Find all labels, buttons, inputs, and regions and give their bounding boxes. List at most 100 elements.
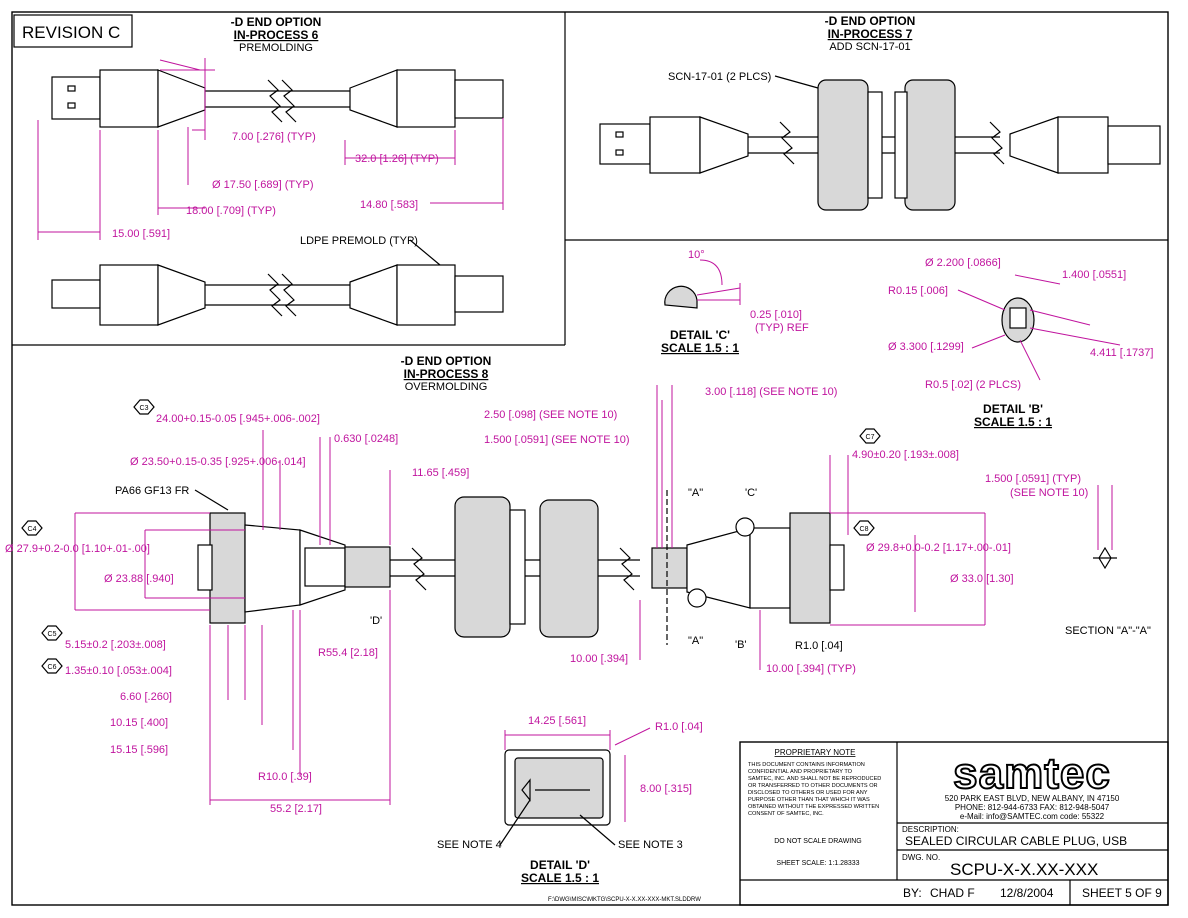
detaild-d2: R1.0 [.04] — [655, 721, 703, 733]
dim-55-2: 55.2 [2.17] — [270, 803, 322, 815]
dim-1-500: 1.500 [.0591] (SEE NOTE 10) — [484, 434, 630, 446]
dim-3-00: 3.00 [.118] (SEE NOTE 10) — [705, 386, 837, 398]
label-c: 'C' — [745, 487, 757, 499]
detaild-title: DETAIL 'D' — [530, 858, 590, 872]
dim-0-630: 0.630 [.0248] — [334, 433, 398, 445]
detailb-d3300: Ø 3.300 [.1299] — [888, 341, 964, 353]
title-block — [739, 741, 1169, 906]
dim-10-00-b: 10.00 [.394] (TYP) — [766, 663, 856, 675]
detailb-scale: SCALE 1.5 : 1 — [974, 415, 1052, 429]
address-1: 520 PARK EAST BLVD, NEW ALBANY, IN 47150 — [945, 794, 1120, 803]
view7-title: -D END OPTION — [825, 14, 916, 28]
by-label: BY: — [903, 886, 922, 900]
detailb-r015: R0.15 [.006] — [888, 285, 948, 297]
address-3: e-Mail: info@SAMTEC.com code: 55322 — [960, 812, 1105, 821]
view7-assembly — [599, 79, 1161, 211]
detailb-r05: R0.5 [.02] (2 PLCS) — [925, 379, 1021, 391]
dim-23-88: Ø 23.88 [.940] — [104, 573, 174, 585]
no-scale-note: DO NOT SCALE DRAWING — [774, 838, 862, 845]
dim-11-65: 11.65 [.459] — [412, 467, 469, 479]
dim-1-35: 1.35±0.10 [.053±.004] — [65, 665, 172, 677]
dim-7-00: 7.00 [.276] (TYP) — [232, 131, 316, 143]
detaild-d3: 8.00 [.315] — [640, 783, 692, 795]
prop-title: PROPRIETARY NOTE — [775, 748, 856, 757]
tag-c8: C8 — [860, 526, 869, 533]
dim-14-80: 14.80 [.583] — [360, 199, 418, 211]
prop-text: THIS DOCUMENT CONTAINS INFORMATION CONFI… — [748, 762, 883, 817]
sheet-scale: SHEET SCALE: 1:1.28333 — [776, 860, 859, 867]
view8-subtitle: IN-PROCESS 8 — [404, 367, 489, 381]
scn-17-01-label: SCN-17-01 (2 PLCS) — [668, 71, 771, 83]
dim-10-15: 10.15 [.400] — [110, 717, 168, 729]
dim-27-9: Ø 27.9+0.2-0.0 [1.10+.01-.00] — [5, 543, 150, 555]
dim-r10-0: R10.0 [.39] — [258, 771, 312, 783]
see-note-4: SEE NOTE 4 — [437, 839, 502, 851]
detailc-dim-note: (TYP) REF — [755, 322, 809, 334]
detailb-d2200: Ø 2.200 [.0866] — [925, 257, 1001, 269]
dim-6-60: 6.60 [.260] — [120, 691, 172, 703]
section-dim-1: 1.500 [.0591] (TYP) — [985, 473, 1081, 485]
view6-cable-bottom — [51, 264, 504, 326]
detailb-shape — [957, 274, 1121, 381]
dim-17-50: Ø 17.50 [.689] (TYP) — [212, 179, 314, 191]
dim-23-50: Ø 23.50+0.15-0.35 [.925+.006-.014] — [130, 456, 306, 468]
section-aa-shape — [1093, 546, 1117, 570]
view7-note: ADD SCN-17-01 — [829, 41, 910, 53]
dim-5-15: 5.15±0.2 [.203±.008] — [65, 639, 166, 651]
section-aa-label: SECTION "A"-"A" — [1065, 625, 1151, 637]
view6-note: PREMOLDING — [239, 42, 313, 54]
view8-dims — [74, 385, 1113, 805]
detailc-dim: 0.25 [.010] — [750, 309, 802, 321]
samtec-logo: samtec — [953, 749, 1111, 798]
view6-dims — [37, 58, 504, 240]
view7-subtitle: IN-PROCESS 7 — [828, 27, 913, 41]
label-a-top: "A" — [688, 487, 703, 499]
dim-15-00: 15.00 [.591] — [112, 228, 170, 240]
see-note-3: SEE NOTE 3 — [618, 839, 683, 851]
dim-18-00: 18.00 [.709] (TYP) — [186, 205, 276, 217]
detailc-scale: SCALE 1.5 : 1 — [661, 341, 739, 355]
view6-subtitle: IN-PROCESS 6 — [234, 28, 319, 42]
by-name: CHAD F — [930, 886, 975, 900]
label-b: 'B' — [735, 639, 747, 651]
description-label: DESCRIPTION: — [902, 825, 959, 834]
label-d: 'D' — [370, 615, 382, 627]
view8-title: -D END OPTION — [401, 354, 492, 368]
file-path: F:\DWG\MISC\MKTG\SCPU-X-X.XX-XXX-MKT.SLD… — [548, 897, 701, 903]
pa66-label: PA66 GF13 FR — [115, 485, 189, 497]
sheet-number: SHEET 5 OF 9 — [1082, 886, 1162, 900]
revision-label: REVISION C — [22, 23, 120, 42]
detailc-title: DETAIL 'C' — [670, 328, 730, 342]
dim-33-0: Ø 33.0 [1.30] — [950, 573, 1014, 585]
dim-24-00: 24.00+0.15-0.05 [.945+.006-.002] — [156, 413, 320, 425]
section-dim-2: (SEE NOTE 10) — [1010, 487, 1088, 499]
description: SEALED CIRCULAR CABLE PLUG, USB — [905, 834, 1127, 848]
view8-assembly — [197, 496, 845, 638]
address-2: PHONE: 812-944-6733 FAX: 812-948-5047 — [955, 803, 1110, 812]
detailb-d1400: 1.400 [.0551] — [1062, 269, 1126, 281]
dim-32-0: 32.0 [1.26] (TYP) — [355, 153, 439, 165]
dim-2-50: 2.50 [.098] (SEE NOTE 10) — [484, 409, 617, 421]
tag-c7: C7 — [866, 434, 875, 441]
detailc-angle: 10° — [688, 249, 705, 261]
detailb-d4411: 4.411 [.1737] — [1090, 347, 1153, 359]
revision-box — [13, 14, 133, 48]
detaild-scale: SCALE 1.5 : 1 — [521, 871, 599, 885]
callout-tags: C3 C4 C5 C6 C7 C8 — [21, 399, 881, 674]
dim-10-00-a: 10.00 [.394] — [570, 653, 628, 665]
dwg-no: SCPU-X-X.XX-XXX — [950, 860, 1098, 879]
dim-15-15: 15.15 [.596] — [110, 744, 168, 756]
tag-c5: C5 — [48, 631, 57, 638]
view6-title: -D END OPTION — [231, 15, 322, 29]
dim-r1-0: R1.0 [.04] — [795, 640, 843, 652]
view6-cable-top — [51, 69, 504, 128]
sheet-border — [11, 11, 1169, 906]
dim-4-90: 4.90±0.20 [.193±.008] — [852, 449, 959, 461]
detailc-shape — [664, 283, 741, 309]
tag-c6: C6 — [48, 664, 57, 671]
label-a-bottom: "A" — [688, 635, 703, 647]
drawing-date: 12/8/2004 — [1000, 886, 1054, 900]
dim-29-8: Ø 29.8+0.0-0.2 [1.17+.00-.01] — [866, 542, 1011, 554]
tag-c3: C3 — [140, 405, 149, 412]
